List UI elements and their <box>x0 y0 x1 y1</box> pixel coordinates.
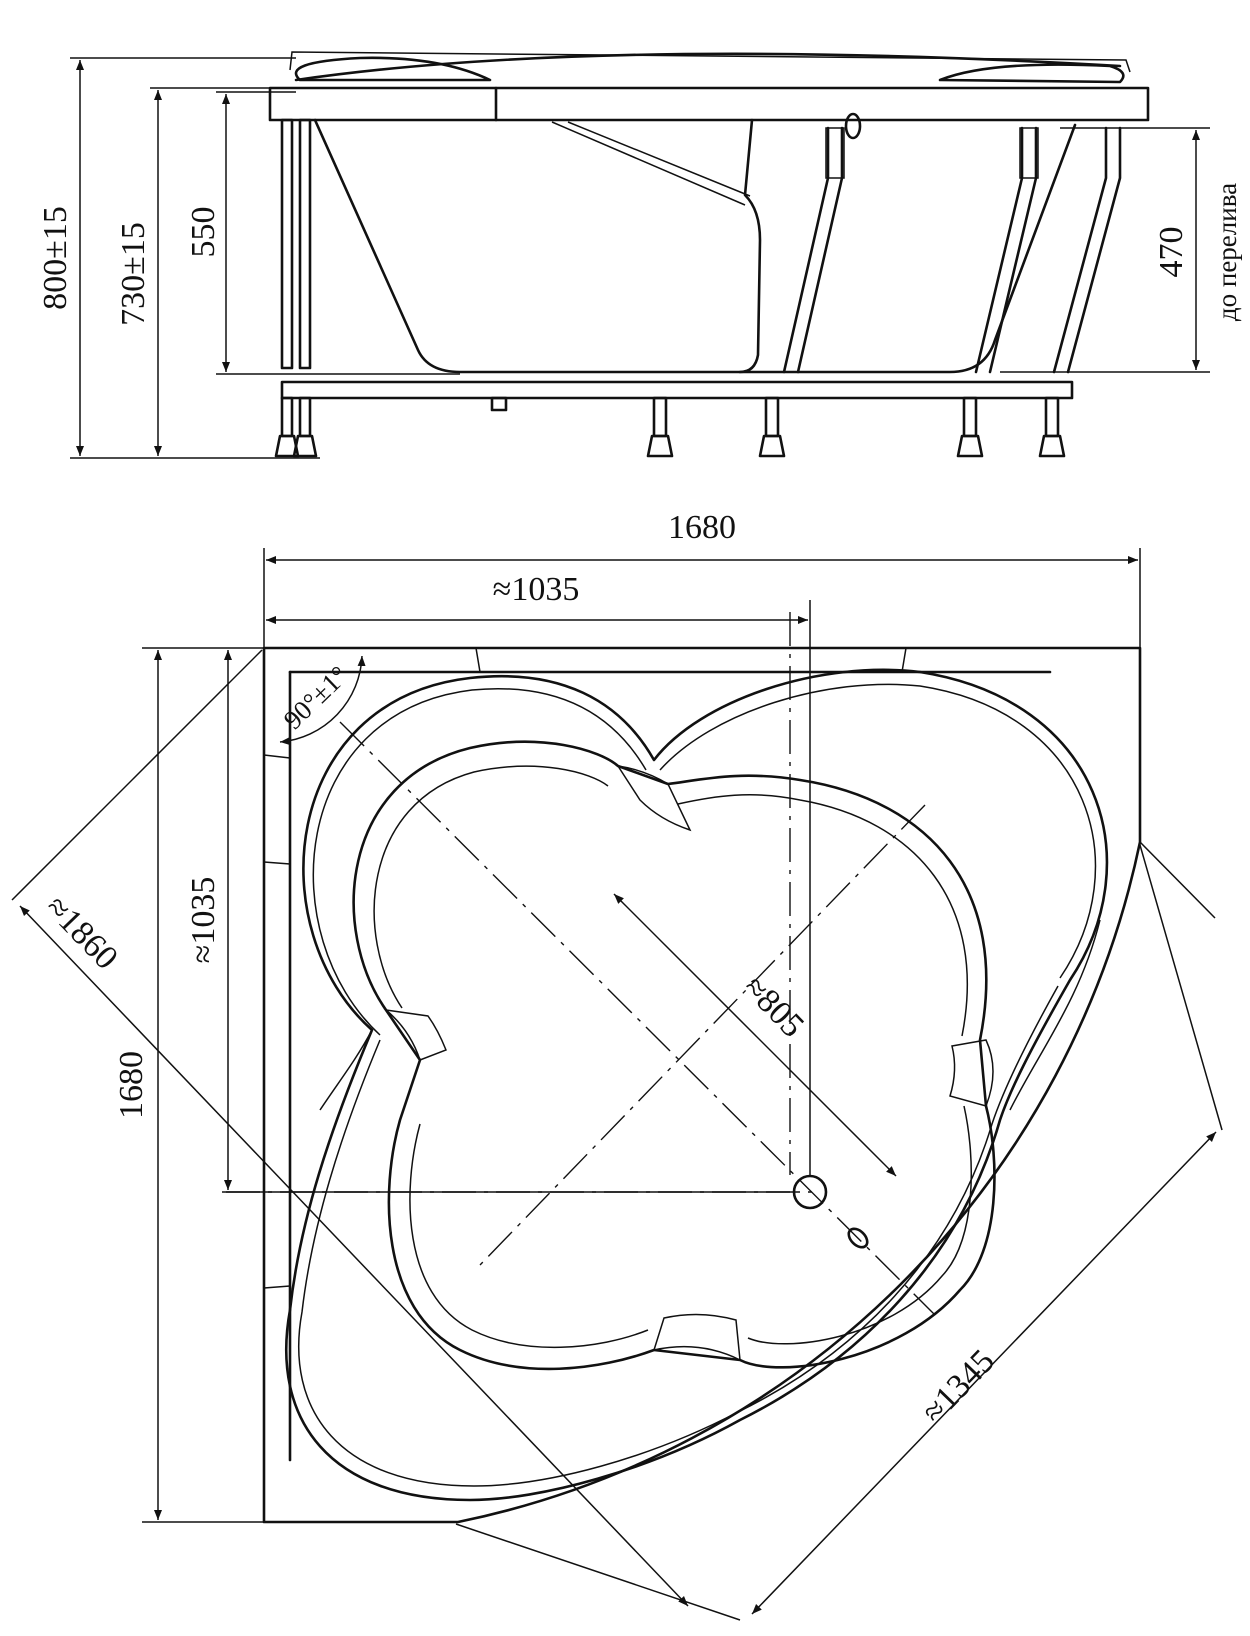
width-total-label: 1680 <box>668 509 736 546</box>
overflow-note-label: до перелива <box>1212 183 1242 321</box>
diagonal-total-label: ≈1860 <box>38 889 125 977</box>
height-total-label: 800±15 <box>37 206 74 310</box>
height-rim-label: 730±15 <box>115 222 152 326</box>
width-partial-label: ≈1035 <box>493 571 580 608</box>
height-total-label: 1680 <box>113 1051 150 1119</box>
frame-feet <box>274 396 1066 458</box>
side-view: 800±15 730±15 550 470 до перелива <box>37 51 1242 459</box>
height-inner-label: 550 <box>185 207 222 258</box>
height-overflow-label: 470 <box>1153 227 1190 278</box>
top-view: 1680 ≈1035 1680 ≈1035 ≈1860 ≈805 ≈1345 9… <box>11 509 1223 1621</box>
front-width-label: ≈1345 <box>915 1343 1002 1431</box>
height-partial-label: ≈1035 <box>185 877 222 964</box>
diagonal-inner-label: ≈805 <box>736 969 811 1045</box>
